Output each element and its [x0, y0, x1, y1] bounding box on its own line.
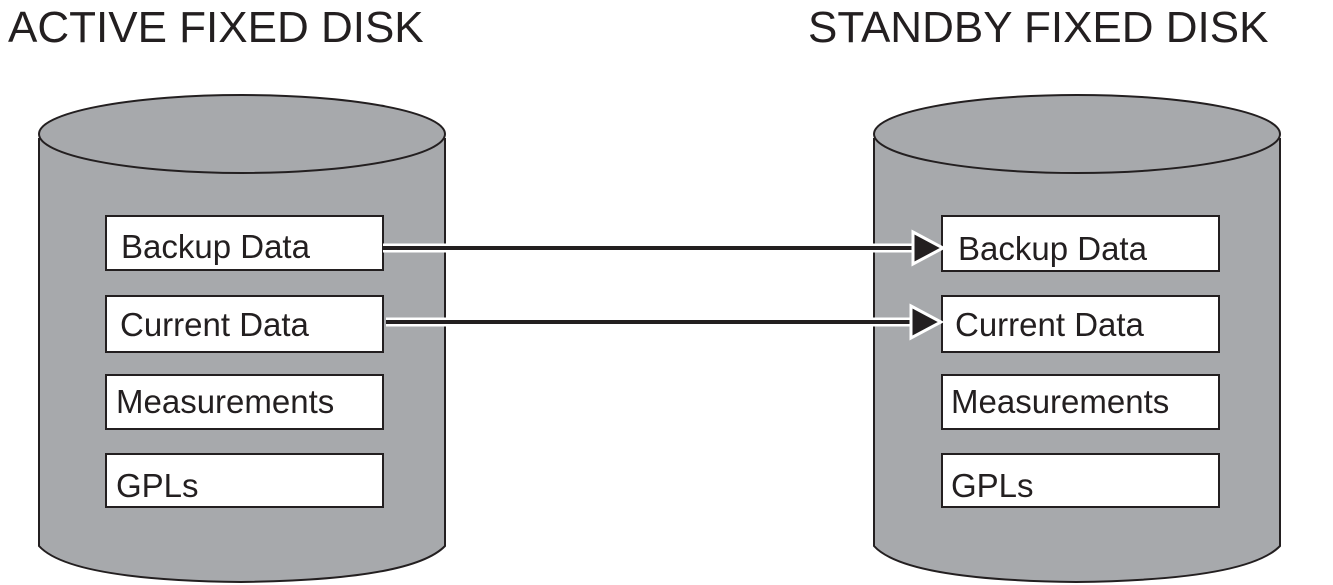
standby-box-gpls-label: GPLs	[951, 467, 1034, 504]
standby-box-backup-data-label: Backup Data	[958, 230, 1148, 267]
standby-disk-cylinder-body	[873, 138, 1281, 584]
active-box-gpls	[105, 453, 384, 508]
standby-box-measurements	[941, 374, 1220, 430]
standby-box-current-data	[941, 295, 1220, 353]
active-disk-cylinder-top	[38, 94, 446, 174]
active-box-backup-data-label: Backup Data	[121, 228, 311, 265]
standby-disk-title: STANDBY FIXED DISK	[808, 3, 1268, 52]
arrowhead-current-data	[909, 303, 945, 341]
active-disk: ACTIVE FIXED DISK Backup Data Current Da…	[8, 3, 446, 584]
standby-disk-cylinder-top	[873, 94, 1281, 174]
active-disk-title: ACTIVE FIXED DISK	[8, 3, 424, 52]
active-box-backup-data	[105, 215, 384, 271]
standby-box-measurements-label: Measurements	[951, 383, 1169, 420]
standby-disk: STANDBY FIXED DISK Backup Data Current D…	[808, 3, 1281, 584]
active-box-measurements	[105, 374, 384, 430]
standby-box-backup-data	[941, 215, 1220, 272]
active-box-current-data-label: Current Data	[120, 306, 310, 343]
arrowhead-backup-data	[911, 229, 947, 267]
active-box-gpls-label: GPLs	[116, 467, 199, 504]
active-disk-cylinder-body	[38, 138, 446, 584]
standby-box-gpls	[941, 453, 1220, 508]
active-box-current-data	[105, 295, 384, 353]
arrow-current-data	[386, 303, 945, 341]
arrow-backup-data	[383, 229, 947, 267]
active-box-measurements-label: Measurements	[116, 383, 334, 420]
standby-box-current-data-label: Current Data	[955, 306, 1145, 343]
